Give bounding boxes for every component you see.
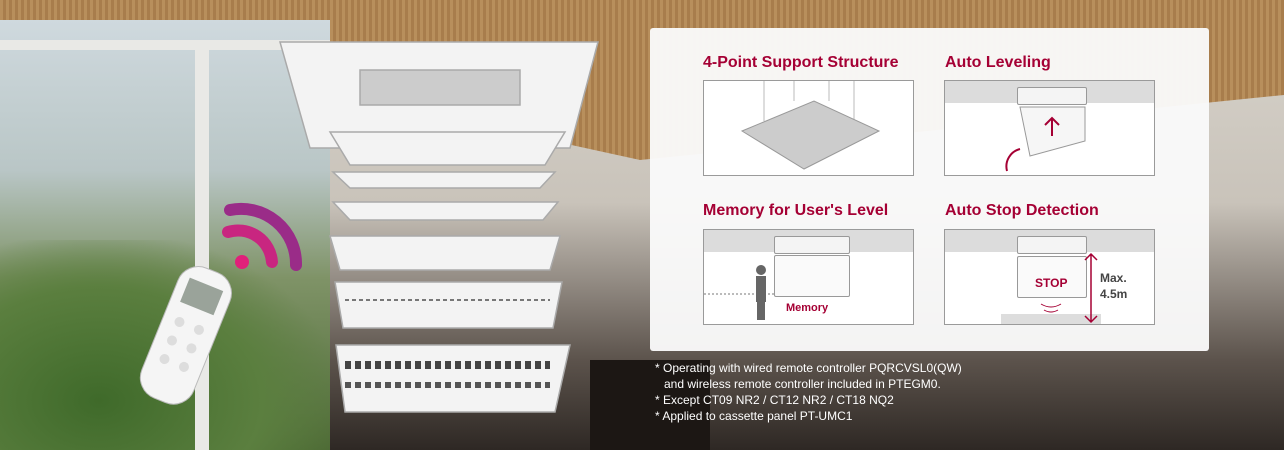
remote-control [139,266,232,405]
features-panel: 4-Point Support Structure Auto Leveling … [650,28,1209,351]
wifi-icon [222,202,303,271]
footnotes: * Operating with wired remote controller… [655,360,962,424]
feature-title: 4-Point Support Structure [703,54,899,71]
feature-title: Auto Stop Detection [945,202,1099,219]
auto-stop-illustration: STOP Max. 4.5m [944,229,1155,325]
feature-title: Memory for User's Level [703,202,889,219]
stop-label: STOP [1035,276,1068,290]
memory-label: Memory [786,302,829,314]
memory-level-illustration: Memory [703,229,914,325]
max-height-label: Max. [1100,271,1127,285]
footnote: * Applied to cassette panel PT-UMC1 [655,409,853,423]
fireplace [590,360,710,450]
footnote: * Operating with wired remote controller… [655,361,962,375]
footnote: and wireless remote controller included … [664,377,941,391]
four-point-support-illustration [703,80,914,176]
footnote: * Except CT09 NR2 / CT12 NR2 / CT18 NQ2 [655,393,894,407]
max-height-value: 4.5m [1100,287,1128,301]
window-frame [0,40,330,50]
feature-title: Auto Leveling [945,54,1051,71]
auto-leveling-illustration [944,80,1155,176]
